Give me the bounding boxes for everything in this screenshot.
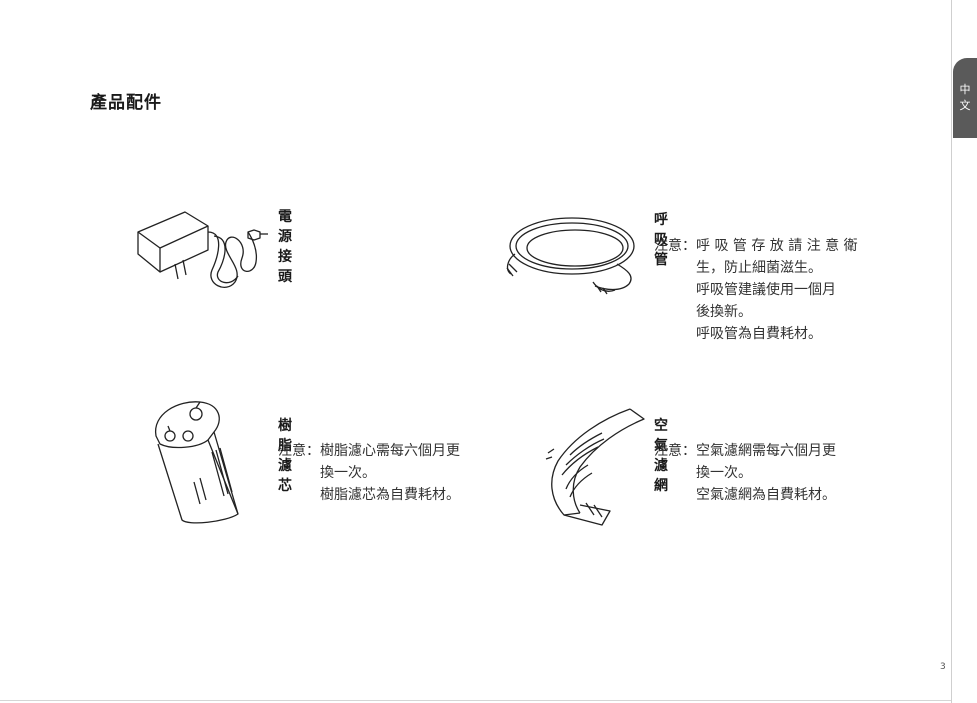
note-line: 呼 吸 管 存 放 請 注 意 衛	[696, 238, 858, 254]
right-margin-rule	[951, 0, 952, 703]
note-label: 注意：	[654, 443, 696, 459]
note-line: 呼吸管為自費耗材。	[696, 326, 822, 342]
item-title-breathing-tube: 呼吸管	[654, 212, 668, 268]
note-line: 換一次。	[320, 465, 376, 481]
note-resin-filter: 注意： 樹脂濾心需每六個月更 換一次。 樹脂濾芯為自費耗材。	[278, 440, 460, 506]
air-filter-icon	[545, 408, 645, 526]
item-title-power-adapter: 電源接頭	[278, 209, 292, 285]
note-label: 注意：	[654, 238, 696, 254]
language-tab-char-1: 中	[959, 83, 971, 96]
note-line: 樹脂濾芯為自費耗材。	[320, 487, 460, 503]
resin-filter-icon	[155, 401, 239, 524]
power-adapter-icon	[137, 211, 268, 288]
note-breathing-tube: 注意： 呼 吸 管 存 放 請 注 意 衛 生，防止細菌滋生。 呼吸管建議使用一…	[654, 235, 858, 345]
note-line: 空氣濾網為自費耗材。	[696, 487, 836, 503]
language-tab-char-2: 文	[959, 99, 971, 112]
note-line: 樹脂濾心需每六個月更	[320, 443, 460, 459]
note-line: 生，防止細菌滋生。	[696, 260, 822, 276]
item-title-air-filter: 空氣濾網	[654, 418, 668, 494]
item-title-resin-filter: 樹脂濾芯	[278, 418, 292, 494]
bottom-margin-rule	[0, 700, 951, 701]
language-tab[interactable]: 中 文	[953, 58, 977, 138]
note-air-filter: 注意： 空氣濾網需每六個月更 換一次。 空氣濾網為自費耗材。	[654, 440, 836, 506]
note-label: 注意：	[278, 443, 320, 459]
note-line: 空氣濾網需每六個月更	[696, 443, 836, 459]
note-line: 呼吸管建議使用一個月	[696, 282, 836, 298]
note-line: 後換新。	[696, 304, 752, 320]
note-line: 換一次。	[696, 465, 752, 481]
breathing-tube-icon	[506, 217, 635, 295]
page-title: 產品配件	[90, 93, 162, 113]
page-number: 3	[940, 662, 946, 672]
